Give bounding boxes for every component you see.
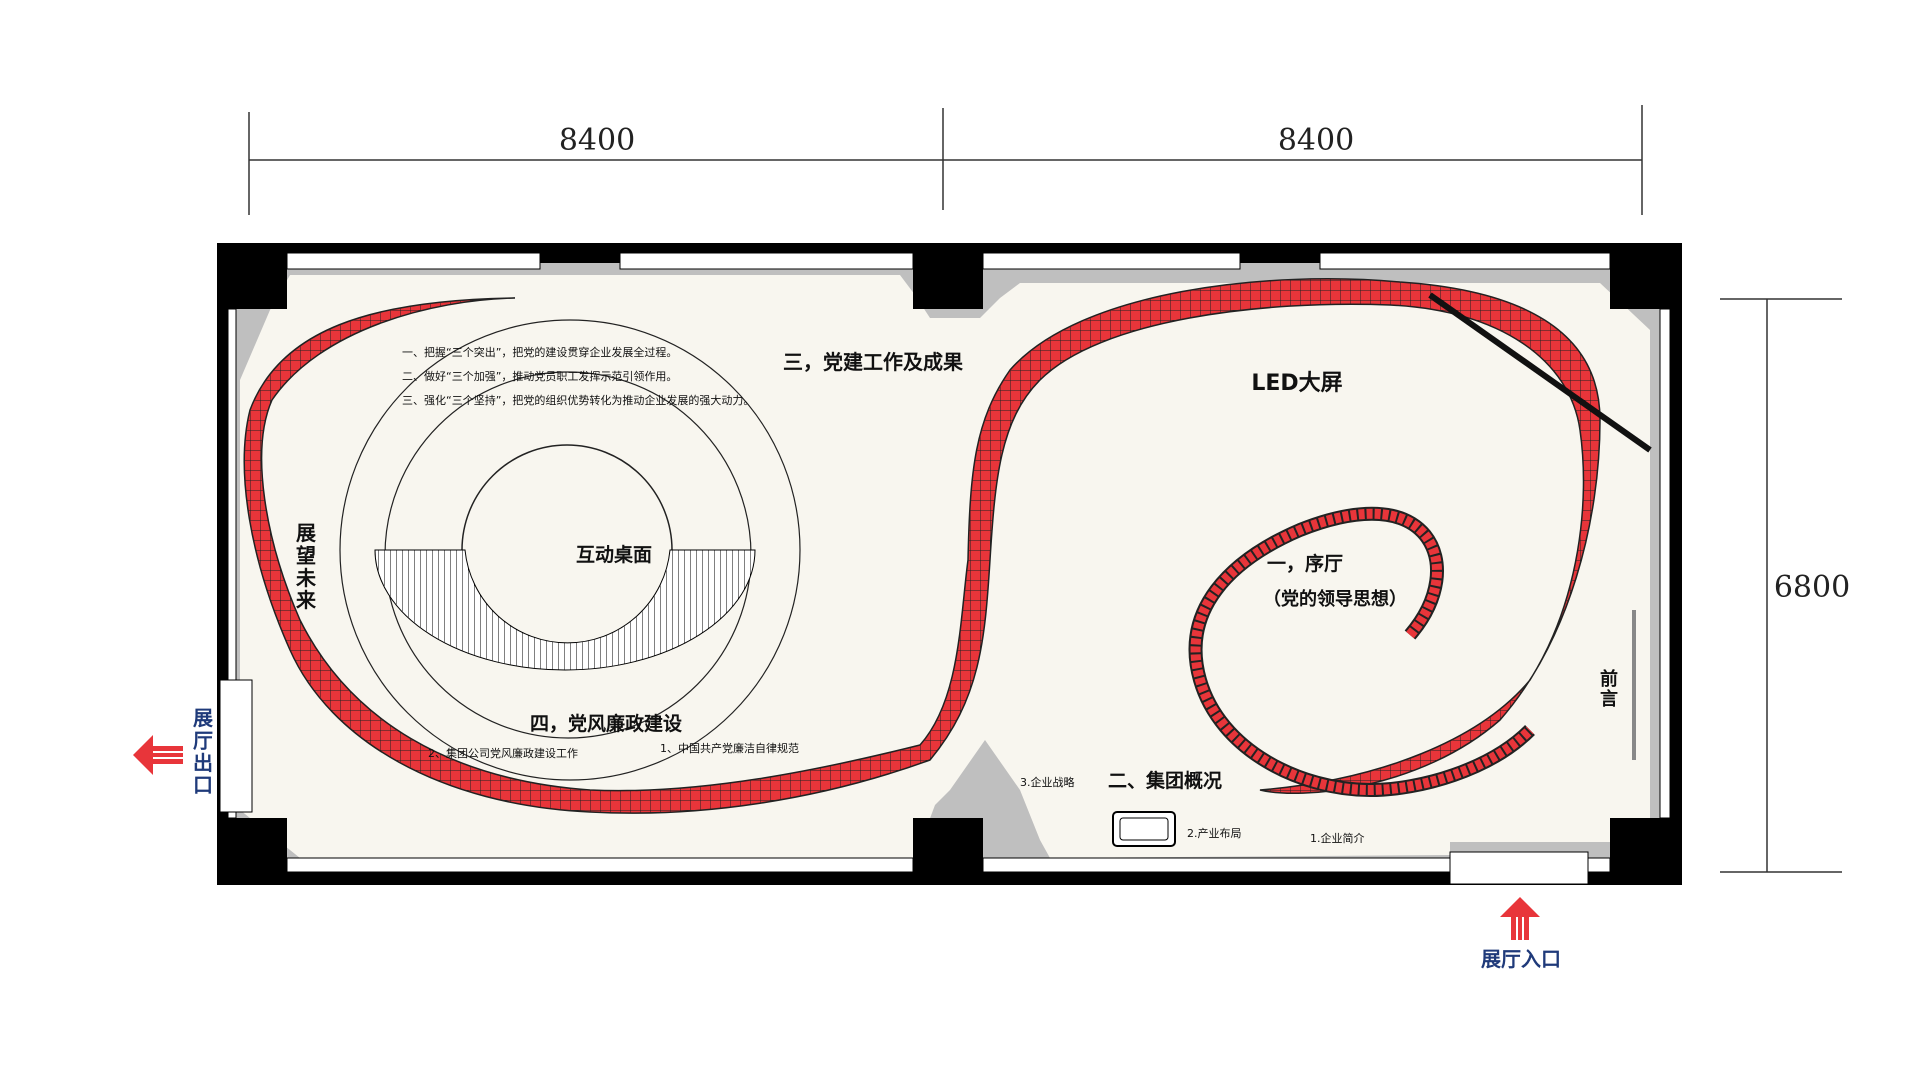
- item-industry-layout: 2.产业布局: [1187, 826, 1242, 840]
- entrance-label: 展厅入口: [1481, 947, 1561, 971]
- svg-text:前言: 前言: [1600, 668, 1618, 710]
- zone-future: 展望未来: [295, 521, 317, 612]
- radial-seating: [374, 549, 756, 671]
- diagonal-beam: [1428, 292, 1652, 453]
- exit-door: [219, 679, 253, 813]
- columns: [217, 243, 1682, 885]
- exit-arrow-icon: [133, 735, 183, 775]
- display-table: [1112, 811, 1176, 847]
- exit-label: 展厅出口: [193, 706, 213, 797]
- preface-panel: [1632, 610, 1636, 760]
- zone-hall-subtitle: （党的领导思想）: [1263, 588, 1407, 610]
- spiral-wall-red: [1190, 508, 1534, 796]
- rule-2: 2、集团公司党风廉政建设工作: [428, 746, 578, 760]
- entrance-arrow-icon: [1500, 897, 1540, 940]
- item-strategy: 3.企业战略: [1020, 775, 1075, 789]
- svg-text:展望未来: 展望未来: [295, 521, 317, 612]
- entrance-door: [1449, 851, 1589, 885]
- bullet-2: 二、做好“三个加强”，推动党员职工发挥示范引领作用。: [402, 369, 677, 383]
- window-strips: [227, 252, 1671, 873]
- item-company-intro: 1.企业简介: [1310, 831, 1365, 845]
- zone-hall-title: 一，序厅: [1267, 552, 1343, 575]
- zone-interactive: 互动桌面: [576, 543, 652, 566]
- zone-led: LED大屏: [1251, 371, 1342, 396]
- led-ribbon: [243, 278, 1601, 814]
- rule-1: 1、中国共产党廉洁自律规范: [660, 741, 799, 755]
- dim-right: 6800: [1774, 570, 1850, 605]
- zone-preface: 前言: [1600, 668, 1618, 710]
- bullet-1: 一、把握“三个突出”，把党的建设贯穿企业发展全过程。: [402, 345, 677, 359]
- svg-text:展厅出口: 展厅出口: [193, 706, 213, 797]
- bullet-3: 三、强化“三个坚持”，把党的组织优势转化为推动企业发展的强大动力。: [402, 393, 754, 407]
- zone-group-overview: 二、集团概况: [1108, 769, 1222, 792]
- dim-top-right: 8400: [1278, 123, 1354, 158]
- dim-top-left: 8400: [559, 123, 635, 158]
- zone-party-building: 三，党建工作及成果: [783, 350, 963, 374]
- dimension-lines: [248, 105, 1842, 873]
- floor-inner: [240, 275, 1650, 858]
- zone-anti-corruption: 四，党风廉政建设: [530, 712, 682, 735]
